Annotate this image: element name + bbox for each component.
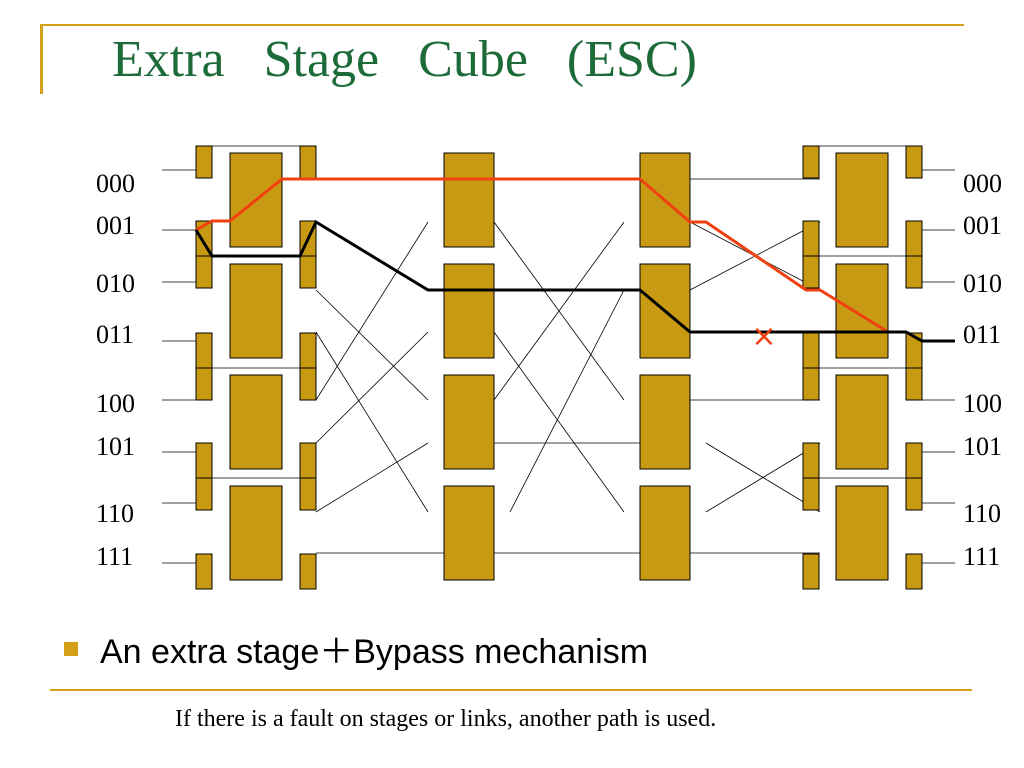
- output-label: 101: [963, 432, 1002, 461]
- slide-title: Extra Stage Cube (ESC): [112, 31, 697, 88]
- faulty-route-path: [194, 219, 955, 343]
- switch-boxes: [195, 145, 923, 590]
- output-label: 010: [963, 269, 1002, 298]
- input-port-labels: 000 001 010 011 100 101 110 111: [96, 169, 135, 571]
- input-label: 101: [96, 432, 135, 461]
- bullet-square-icon: [64, 642, 78, 656]
- connection-links: [162, 145, 955, 564]
- input-label: 100: [96, 389, 135, 418]
- title-frame-top-rule: [40, 24, 964, 26]
- footer-divider: [50, 689, 972, 691]
- output-port-labels: 000 001 010 011 100 101 110 111: [963, 169, 1002, 571]
- output-label: 111: [963, 542, 1000, 571]
- input-label: 001: [96, 211, 135, 240]
- output-label: 011: [963, 320, 1001, 349]
- input-label: 011: [96, 320, 134, 349]
- bullet-text: An extra stage＋Bypass mechanism: [100, 633, 649, 671]
- alternate-route-path: [195, 177, 889, 334]
- input-label: 010: [96, 269, 135, 298]
- input-label: 111: [96, 542, 133, 571]
- output-label: 000: [963, 169, 1002, 198]
- output-label: 001: [963, 211, 1002, 240]
- output-label: 100: [963, 389, 1002, 418]
- footer-note: If there is a fault on stages or links, …: [175, 706, 717, 732]
- output-label: 110: [963, 499, 1001, 528]
- title-frame-left-rule: [40, 24, 43, 94]
- fault-marker: ×: [751, 319, 776, 354]
- input-label: 000: [96, 169, 135, 198]
- input-label: 110: [96, 499, 134, 528]
